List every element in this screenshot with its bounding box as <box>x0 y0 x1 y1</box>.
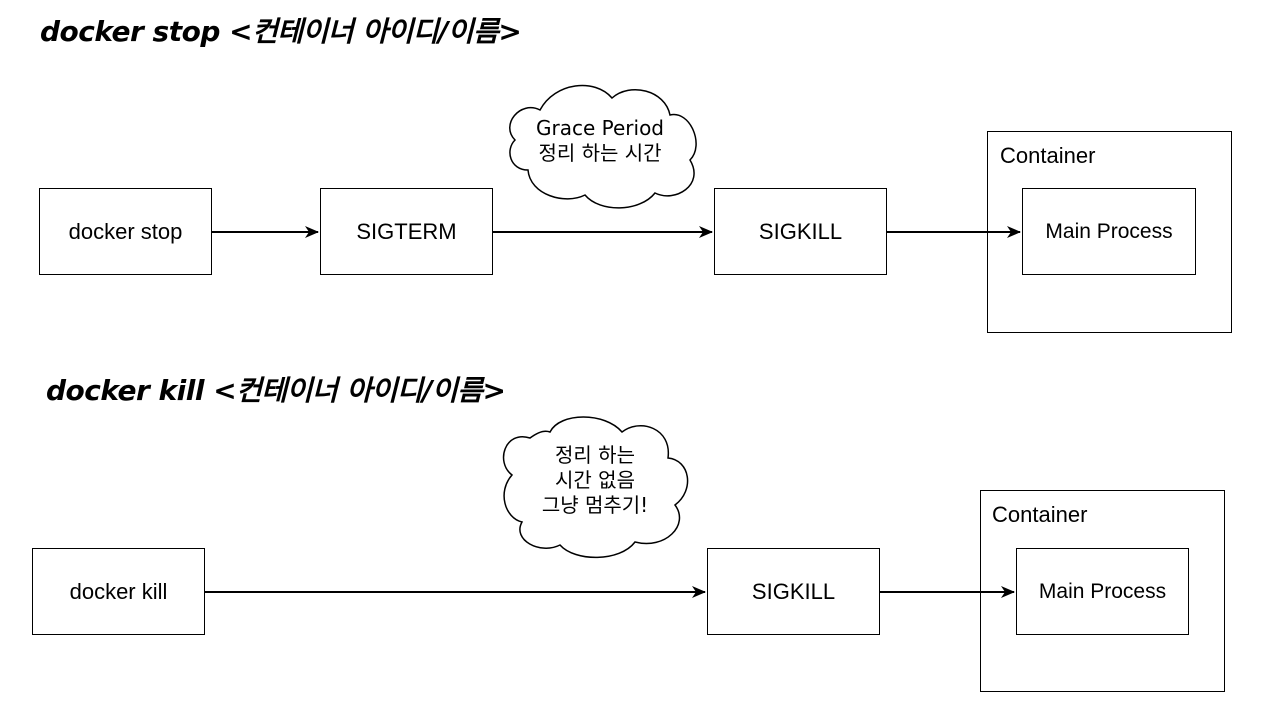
container-label: Container <box>1000 143 1096 168</box>
sigterm-node: SIGTERM <box>320 188 493 275</box>
cloud-line: 그냥 멈추기! <box>541 493 649 517</box>
main-process-node: Main Process <box>1016 548 1189 635</box>
docker-kill-node: docker kill <box>32 548 205 635</box>
cloud-line: Grace Period <box>536 116 664 140</box>
sigkill-node: SIGKILL <box>707 548 880 635</box>
grace-period-cloud-text: Grace Period 정리 하는 시간 <box>510 116 690 166</box>
stop-section-heading: docker stop <컨테이너 아이디/이름> <box>40 15 522 48</box>
sigkill-node: SIGKILL <box>714 188 887 275</box>
cloud-line: 정리 하는 시간 <box>538 141 662 165</box>
docker-stop-node: docker stop <box>39 188 212 275</box>
no-cleanup-cloud-text: 정리 하는 시간 없음 그냥 멈추기! <box>510 443 680 518</box>
main-process-node: Main Process <box>1022 188 1196 275</box>
cloud-line: 시간 없음 <box>555 468 635 492</box>
container-label: Container <box>992 502 1088 527</box>
kill-section-heading: docker kill <컨테이너 아이디/이름> <box>46 374 506 407</box>
cloud-line: 정리 하는 <box>555 443 635 467</box>
